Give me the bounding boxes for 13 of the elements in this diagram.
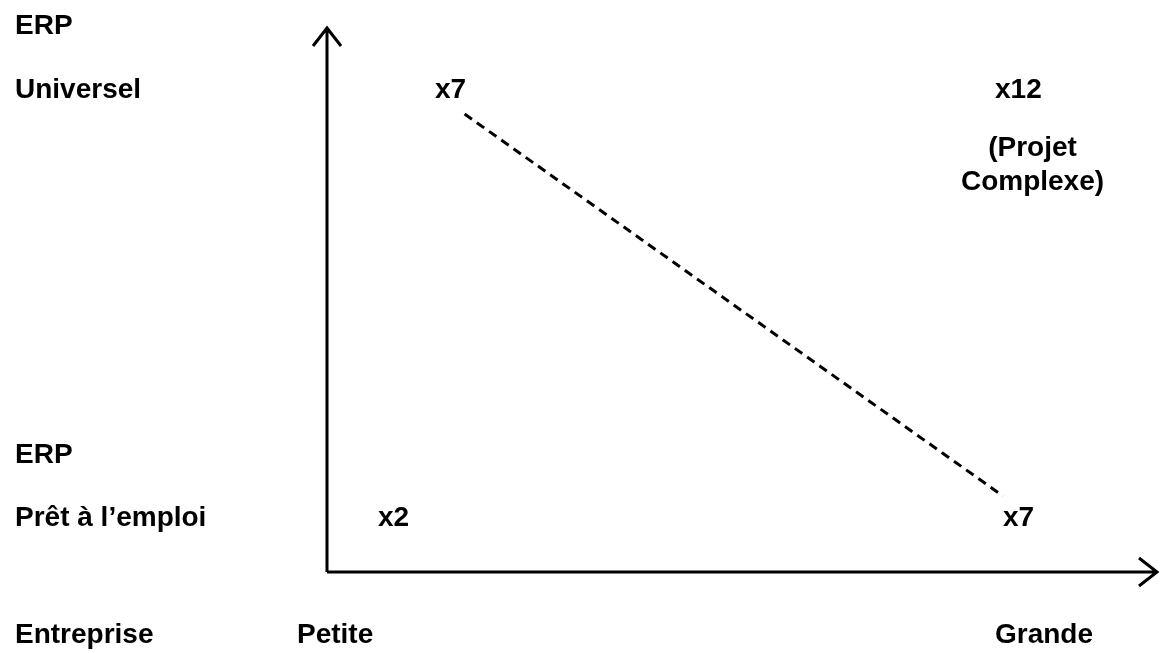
axis-label: x2: [378, 500, 410, 534]
dashed-line: [463, 112, 1004, 498]
axis-label: Entreprise: [15, 617, 154, 651]
axis-label: Grande: [995, 617, 1094, 651]
multiplier-text: x7: [1003, 500, 1035, 534]
axis-label: (Projet Complexe): [959, 130, 1106, 198]
axis-label: ERP: [15, 8, 73, 42]
axis-label: x12: [995, 72, 1042, 106]
axis-label: Prêt à l’emploi: [15, 500, 207, 534]
axis-label: ERP: [15, 437, 73, 471]
axis-label: Petite: [297, 617, 374, 651]
axis-label: Universel: [15, 72, 142, 106]
multiplier-text: x7: [435, 72, 467, 106]
